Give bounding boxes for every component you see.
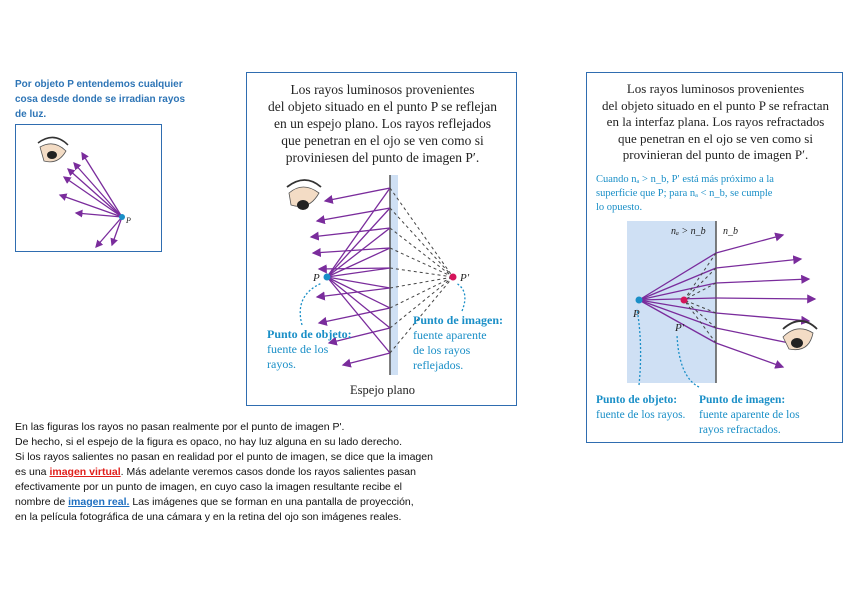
object-point (119, 214, 125, 220)
point-label-p-prime: P′ (459, 272, 470, 284)
point-label-p: P (632, 308, 640, 320)
point-label-p-prime: P′ (674, 322, 685, 334)
object-point (324, 274, 331, 281)
point-label-p: P (125, 216, 131, 225)
point-label-p: P (312, 272, 320, 284)
virtual-image-term: imagen virtual (49, 466, 120, 478)
eye-icon (783, 321, 817, 350)
image-point-note: Punto de imagen: fuente aparente de los … (413, 313, 503, 373)
image-point (681, 297, 688, 304)
medium-a-label: nₐ > n_b (671, 226, 706, 237)
figure-plane-mirror: Los rayos luminosos provenientes del obj… (246, 72, 517, 406)
real-image-term: imagen real. (68, 496, 129, 508)
refraction-diagram: nₐ > n_b n_b (587, 73, 844, 444)
explanation-paragraph: En las figuras los rayos no pasan realme… (15, 420, 485, 525)
plane-mirror (390, 175, 398, 375)
mirror-label: Espejo plano (247, 383, 518, 398)
eye-icon (287, 180, 321, 210)
object-point-note: Punto de objeto: fuente de los rayos. (267, 327, 352, 372)
object-point-note: Punto de objeto: fuente de los rayos. (596, 393, 685, 423)
figure-object-point: P (15, 124, 162, 252)
object-rays-diagram: P (16, 125, 163, 253)
medium-b-label: n_b (723, 226, 738, 237)
figure-refraction: Los rayos luminosos provenientes del obj… (586, 72, 843, 443)
intro-text: Por objeto P entendemos cualquier cosa d… (15, 77, 190, 122)
eye-icon (38, 137, 68, 161)
image-point (450, 274, 457, 281)
object-point (636, 297, 643, 304)
image-point-note: Punto de imagen: fuente aparente de los … (699, 393, 800, 438)
